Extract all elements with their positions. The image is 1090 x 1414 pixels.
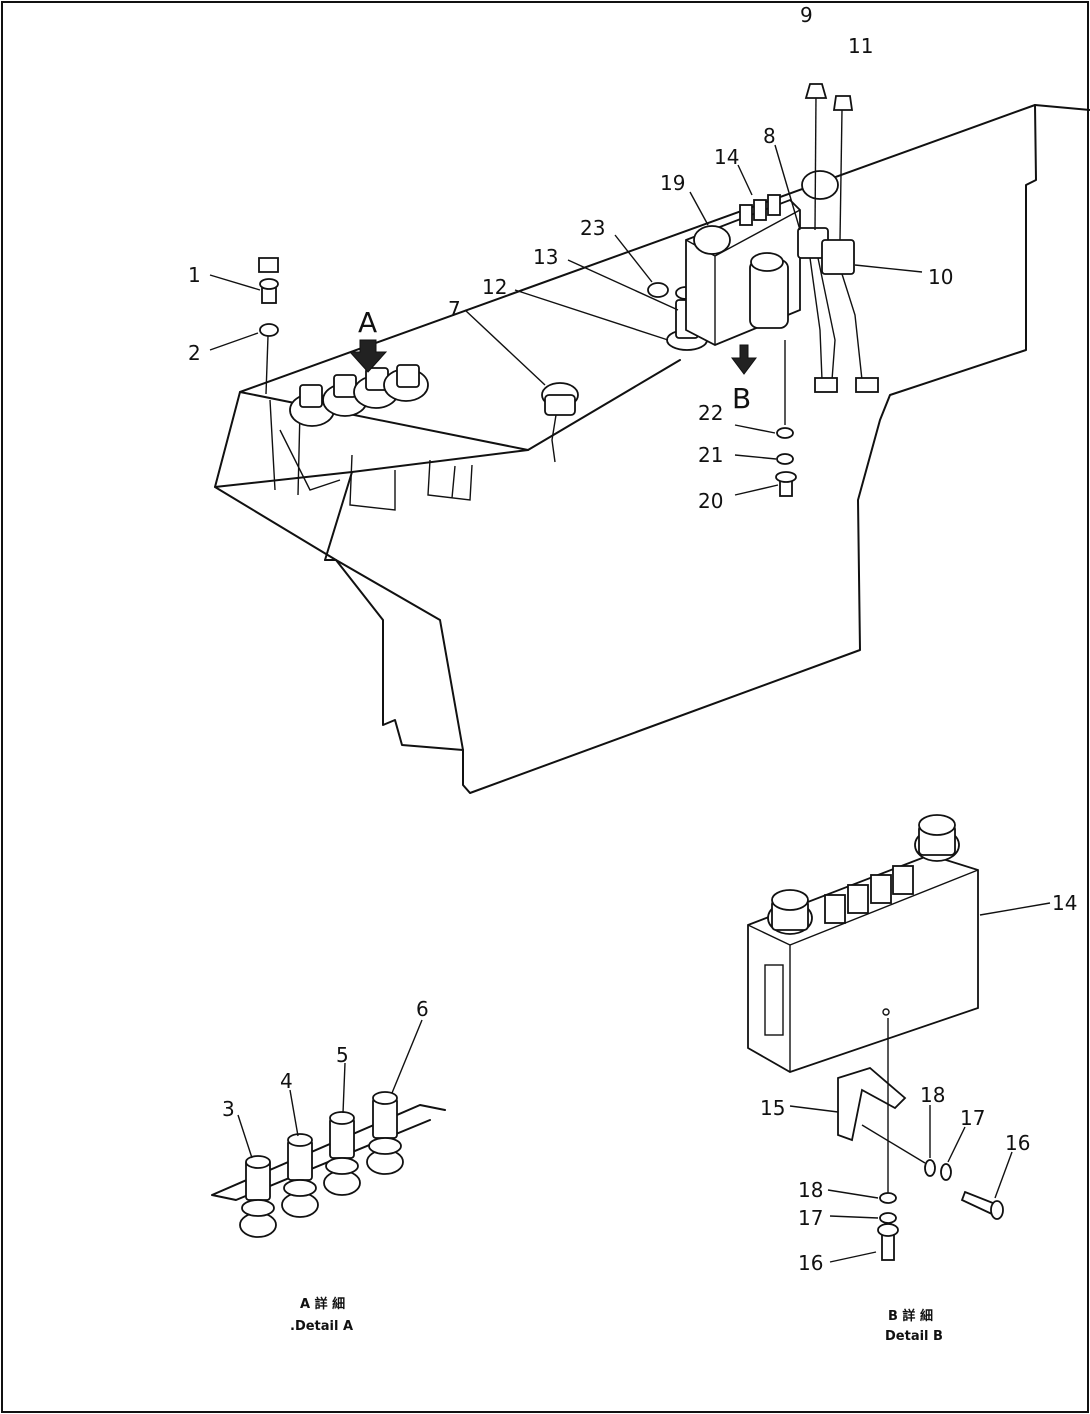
leader-b17b bbox=[829, 1215, 879, 1219]
callout-4: 4 bbox=[280, 1069, 293, 1093]
callout-b14: 14 bbox=[1052, 891, 1077, 915]
callout-b16b: 16 bbox=[798, 1251, 823, 1275]
callout-1: 1 bbox=[188, 263, 201, 287]
callout-9: 9 bbox=[800, 3, 813, 27]
part-1-2 bbox=[258, 257, 279, 395]
callout-b17a: 17 bbox=[960, 1106, 985, 1130]
view-marker-a: A bbox=[358, 306, 377, 339]
fuse-box bbox=[685, 170, 839, 375]
callout-b17b: 17 bbox=[798, 1206, 823, 1230]
leader-b14 bbox=[979, 902, 1051, 916]
callout-10: 10 bbox=[928, 265, 953, 289]
detail-b-caption-jp: B 詳 細 bbox=[888, 1308, 933, 1324]
callout-b18a: 18 bbox=[920, 1083, 945, 1107]
part-20-22 bbox=[775, 340, 797, 497]
detail-a-caption-jp: A 詳 細 bbox=[300, 1296, 345, 1312]
callout-14: 14 bbox=[714, 145, 739, 169]
leader-b17a bbox=[947, 1126, 966, 1163]
callout-b15: 15 bbox=[760, 1096, 785, 1120]
arrow-a-icon bbox=[348, 339, 388, 373]
callout-3: 3 bbox=[222, 1097, 235, 1121]
leader-lines bbox=[209, 144, 923, 496]
callout-5: 5 bbox=[336, 1043, 349, 1067]
callout-b18b: 18 bbox=[798, 1178, 823, 1202]
callout-21: 21 bbox=[698, 443, 723, 467]
leader-b15 bbox=[789, 1105, 839, 1113]
callout-8: 8 bbox=[763, 124, 776, 148]
callout-23: 23 bbox=[580, 216, 605, 240]
detail-b-drawing bbox=[747, 814, 1004, 1261]
callout-12: 12 bbox=[482, 275, 507, 299]
detail-a-drawing bbox=[211, 1019, 446, 1238]
leader-b16a bbox=[994, 1151, 1013, 1199]
part-7 bbox=[541, 382, 579, 463]
callout-11: 11 bbox=[848, 34, 873, 58]
callout-20: 20 bbox=[698, 489, 723, 513]
arrow-b-icon bbox=[731, 344, 757, 375]
detail-b-caption: Detail B bbox=[885, 1329, 943, 1344]
callout-7: 7 bbox=[448, 297, 461, 321]
callout-6: 6 bbox=[416, 997, 429, 1021]
leader-b18b bbox=[827, 1189, 879, 1199]
switch-cluster bbox=[289, 339, 429, 427]
callout-b16a: 16 bbox=[1005, 1131, 1030, 1155]
callout-13: 13 bbox=[533, 245, 558, 269]
leader-b16b bbox=[829, 1251, 877, 1263]
console-body bbox=[214, 104, 1090, 794]
detail-a-caption: .Detail A bbox=[290, 1319, 353, 1334]
callout-2: 2 bbox=[188, 341, 201, 365]
callout-19: 19 bbox=[660, 171, 685, 195]
callout-22: 22 bbox=[698, 401, 723, 425]
relays bbox=[797, 83, 879, 393]
view-marker-b: B bbox=[732, 382, 751, 415]
